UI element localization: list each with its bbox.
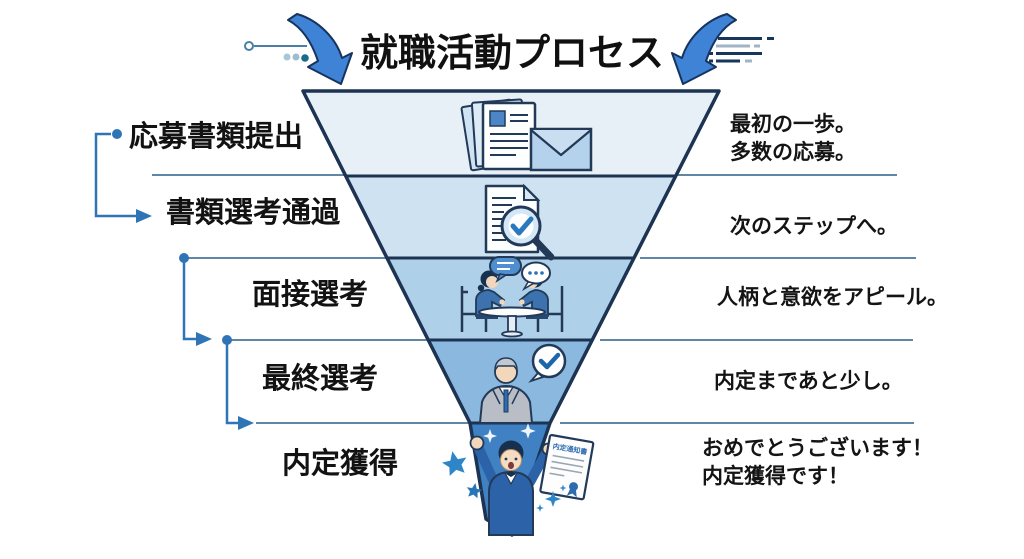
speech-bubble-dots-icon [521,261,551,292]
stage-label-application: 応募書類提出 [129,121,304,153]
down-arrow-right-icon [671,13,737,85]
arrowhead-icon [136,209,152,223]
star-icon [466,483,483,499]
sparkle-icon [483,429,497,443]
connector-arrows [94,129,254,430]
stage-desc-final-selection: 内定まであと少し。 [714,370,903,393]
certificate-icon: 内定通知書 [539,433,595,501]
stage-desc-offer: おめでとうございます！ 内定獲得です！ [702,437,933,488]
stage-label-final-selection: 最終選考 [262,363,379,395]
stage-desc-application: 最初の一歩。 多数の応募。 [730,113,856,164]
sparkle-icon [536,504,544,512]
arrowhead-icon [238,416,254,430]
celebration-certificate-icon: 内定通知書 [442,423,595,536]
stage-desc-screening-pass: 次のステップへ。 [730,215,898,238]
down-arrow-left-icon [287,13,353,85]
check-bubble-icon [528,343,567,383]
stage-label-screening-pass: 書類選考通過 [166,197,341,229]
executive-check-icon [478,343,567,424]
arrowhead-icon [196,332,212,346]
sparkle-icon [520,423,536,439]
star-icon [442,451,467,476]
sparkle-icon [544,490,562,508]
stage-desc-interview: 人柄と意欲をアピール。 [717,286,948,309]
stage-label-offer: 内定獲得 [282,448,399,480]
stage-label-interview: 面接選考 [252,279,369,311]
top-right-ornament-icon [709,37,774,63]
page-title: 就職活動プロセス [359,33,664,75]
separator-lines [152,174,916,424]
document-magnifier-icon [484,183,555,261]
speech-bubble-icon [489,256,522,284]
sparkle-icon [559,484,567,492]
documents-envelope-icon [460,98,593,172]
bullet-dot [112,129,122,139]
top-left-ornament-icon [244,41,309,62]
interview-icon [460,256,564,338]
